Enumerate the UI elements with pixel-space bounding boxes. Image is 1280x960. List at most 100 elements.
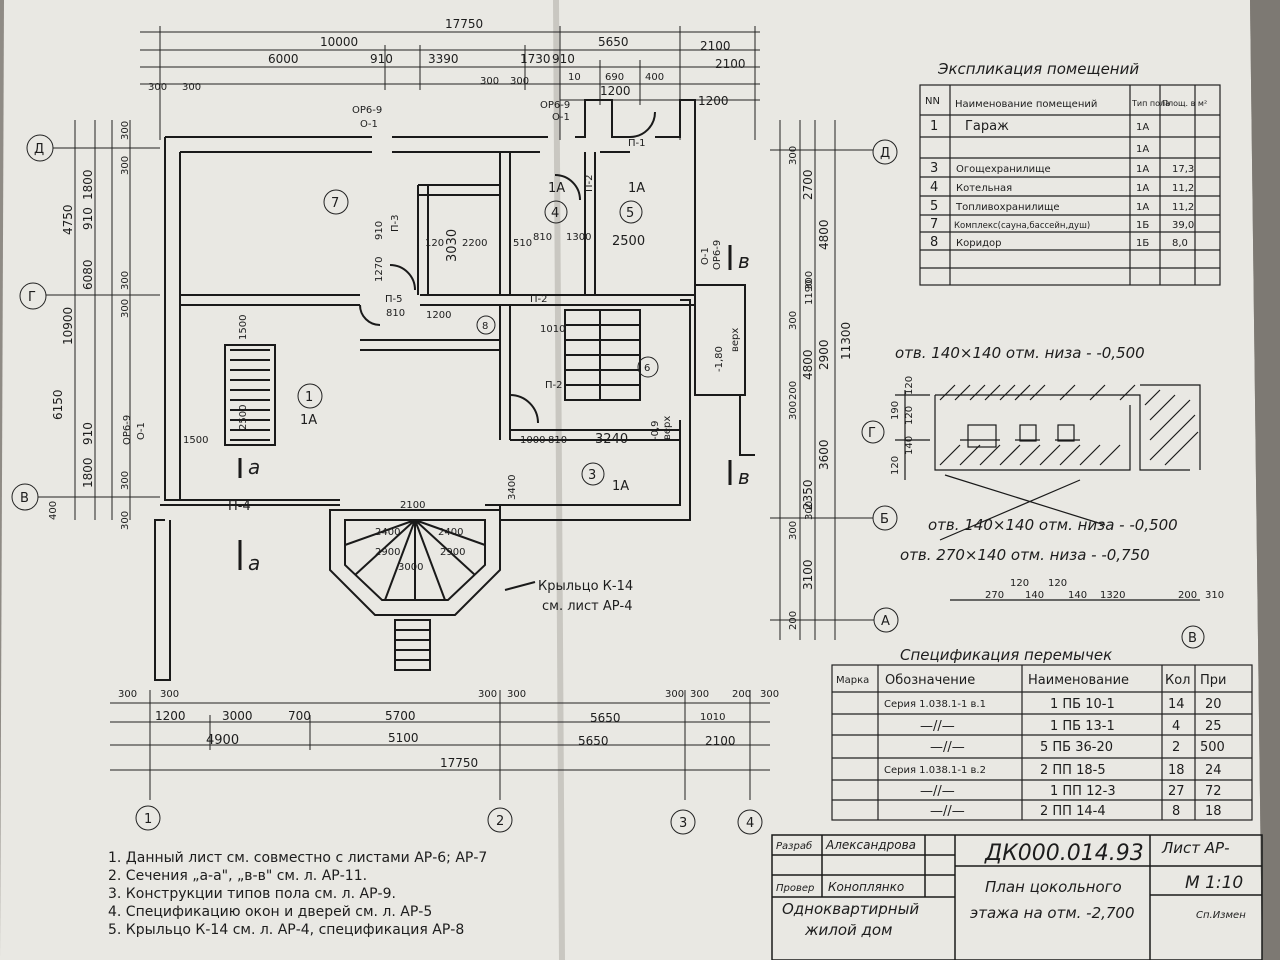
title-developed-name: Александрова xyxy=(825,838,916,852)
left-dim-910b: 910 xyxy=(81,422,95,445)
explication-row4-floor: 1А xyxy=(1136,183,1149,194)
explication-row5-name: Топливохранилище xyxy=(955,202,1060,213)
left-dim-6150: 6150 xyxy=(51,389,65,420)
explication-row2-floor: 1А xyxy=(1136,144,1149,155)
left-dim-300f: 300 xyxy=(120,511,131,530)
top-dim-1200a: 1200 xyxy=(600,84,631,98)
level-mark-09: -0,9 xyxy=(650,420,661,440)
detail-axis-v: В xyxy=(1188,631,1197,646)
axis-number-3: 3 xyxy=(679,816,687,831)
lintels-row3-designation: —//— xyxy=(930,740,965,755)
lintels-row3-qty: 2 xyxy=(1172,740,1180,755)
detail-axis-g-bubble xyxy=(861,420,885,444)
inner-dim-1000: 1000 xyxy=(520,435,545,446)
bottom-dim-700: 700 xyxy=(288,709,311,723)
title-changes: Сп.Измен xyxy=(1196,910,1246,921)
opening-or6-top-mid: ОР6-9 xyxy=(540,100,570,111)
explication-row6-floor: 1Б xyxy=(1136,220,1149,231)
inner-dim-810c: 810 xyxy=(533,232,552,243)
bottom-dim-5650b: 5650 xyxy=(578,734,609,748)
title-developed-label: Разраб xyxy=(776,840,812,852)
room-number-5: 5 xyxy=(626,206,634,221)
explication-row3-area: 17,3 xyxy=(1172,164,1194,175)
right-axis-d: Д xyxy=(880,146,890,161)
title-sheet: Лист АР- xyxy=(1161,839,1230,857)
left-dim-300e: 300 xyxy=(120,471,131,490)
inner-dim-3240: 3240 xyxy=(595,432,628,447)
lintels-header-mark: Марка xyxy=(836,675,869,686)
bottom-dim-5700: 5700 xyxy=(385,709,416,723)
top-dim-910a: 910 xyxy=(370,52,393,66)
room-number-3: 3 xyxy=(588,468,596,483)
inner-dim-3030: 3030 xyxy=(445,229,460,262)
title-scale: М 1:10 xyxy=(1185,873,1243,893)
opening-p3: П-3 xyxy=(390,215,401,233)
right-dim-200b: 200 xyxy=(788,381,799,400)
title-block-grid xyxy=(771,834,1263,960)
top-dim-300-a: 300 xyxy=(148,82,167,93)
bottom-dim-overall: 17750 xyxy=(440,756,478,770)
opening-or6-right: ОР6-9 xyxy=(712,240,723,270)
explication-row4-num: 4 xyxy=(930,180,938,195)
lintels-header-qty: Кол xyxy=(1165,673,1191,688)
top-dim-400: 400 xyxy=(645,72,664,83)
lintels-row4-name: 2 ПП 18-5 xyxy=(1040,763,1106,778)
explication-row5-num: 5 xyxy=(930,199,938,214)
detail-label-bottom: отв. 270×140 отм. низа - -0,750 xyxy=(900,546,1150,564)
explication-header-nn: NN xyxy=(925,96,940,107)
explication-row7-num: 8 xyxy=(930,235,938,250)
lintels-header-note: При xyxy=(1200,673,1226,688)
bottom-dim-5100: 5100 xyxy=(388,731,419,745)
inner-dim-1500a: 1500 xyxy=(238,315,249,340)
note-1: 1. Данный лист см. совместно с листами А… xyxy=(108,850,487,866)
inner-dim-510: 510 xyxy=(513,238,532,249)
left-dim-1800a: 1800 xyxy=(81,169,95,200)
lintels-row5-name: 1 ПП 12-3 xyxy=(1050,784,1116,799)
room-number-1: 1 xyxy=(305,390,313,405)
title-drawing-line2: этажа на отм. -2,700 xyxy=(970,904,1135,922)
top-dim-1730: 1730 xyxy=(520,52,551,66)
right-dim-300a: 300 xyxy=(788,146,799,165)
inner-dim-1010: 1010 xyxy=(540,324,565,335)
lintels-row4-designation: Серия 1.038.1-1 в.2 xyxy=(884,765,986,776)
explication-row6-area: 39,0 xyxy=(1172,220,1194,231)
left-dim-910a: 910 xyxy=(81,207,95,230)
opening-p2c: П-2 xyxy=(545,380,563,391)
level-mark-180-verh: верх xyxy=(730,328,741,352)
top-dim-300-d: 300 xyxy=(510,76,529,87)
right-dim-2350: 2350 xyxy=(801,479,815,510)
detail-dim-b6: 200 xyxy=(1178,590,1197,601)
explication-row7-name: Коридор xyxy=(956,238,1001,249)
section-mark-a-bottom: а xyxy=(248,551,260,575)
paper-edge xyxy=(1250,0,1280,960)
note-2: 2. Сечения „а-а", „в-в" см. л. АР-11. xyxy=(108,868,367,884)
room-number-8: 8 xyxy=(482,321,488,332)
top-dim-2100b: 2100 xyxy=(715,57,746,71)
bottom-dim-300g: 300 xyxy=(760,689,779,700)
axis-number-4: 4 xyxy=(746,816,754,831)
inner-dim-3400: 3400 xyxy=(507,475,518,500)
floor-type-3: 1А xyxy=(612,479,629,494)
right-dim-4800b: 4800 xyxy=(801,349,815,380)
title-object-line1: Одноквартирный xyxy=(782,900,919,918)
top-dim-690: 690 xyxy=(605,72,624,83)
axis-number-1: 1 xyxy=(144,812,152,827)
axis-bubble-d xyxy=(26,134,54,162)
left-dim-300d: 300 xyxy=(120,299,131,318)
section-mark-a-top: а xyxy=(248,455,260,479)
opening-o1-right: О-1 xyxy=(700,247,711,265)
floor-type-4: 1А xyxy=(548,181,565,196)
right-dim-11300: 11300 xyxy=(839,322,853,360)
top-dim-910b: 910 xyxy=(552,52,575,66)
explication-row6-num: 7 xyxy=(930,217,938,232)
porch-dim-2900a: 2900 xyxy=(375,547,400,558)
note-5: 5. Крыльцо К-14 см. л. АР-4, спецификаци… xyxy=(108,922,464,938)
lintels-row5-qty: 27 xyxy=(1168,784,1185,799)
lintels-row5-designation: —//— xyxy=(920,784,955,799)
section-mark-v-bottom: в xyxy=(738,465,750,489)
porch-dim-2400a: 2400 xyxy=(375,527,400,538)
explication-row3-name: Огощехранилище xyxy=(956,164,1051,175)
note-4: 4. Спецификацию окон и дверей см. л. АР-… xyxy=(108,904,432,920)
